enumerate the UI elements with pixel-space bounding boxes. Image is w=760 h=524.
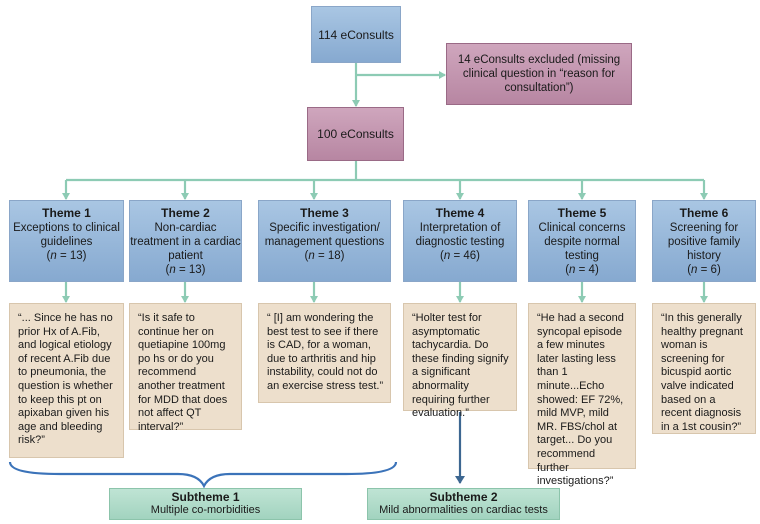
theme-3-count: (n = 18): [304, 250, 345, 262]
theme-4-count: (n = 46): [440, 250, 480, 262]
theme-4-box: Theme 4 Interpretation of diagnostic tes…: [403, 200, 517, 282]
excluded-box: 14 eConsults excluded (missing clinical …: [446, 43, 632, 105]
theme-3-box: Theme 3 Specific investigation/ manageme…: [258, 200, 391, 282]
excluded-label: 14 eConsults excluded (missing clinical …: [457, 54, 621, 94]
theme-6-box: Theme 6 Screening for positive family hi…: [652, 200, 756, 282]
theme-1-box: Theme 1 Exceptions to clinical guideline…: [9, 200, 124, 282]
theme-4-text: Interpretation of diagnostic testing: [415, 222, 505, 248]
quote-6: “In this generally healthy pregnant woma…: [652, 303, 756, 434]
theme-5-title: Theme 5: [557, 206, 607, 220]
subtheme-1-title: Subtheme 1: [171, 490, 240, 504]
middle-box: 100 eConsults: [307, 107, 404, 161]
theme-3-title: Theme 3: [300, 206, 349, 220]
theme-5-text: Clinical concerns despite normal testing: [538, 222, 626, 262]
theme-5-box: Theme 5 Clinical concerns despite normal…: [528, 200, 636, 282]
brace-icon: [8, 461, 398, 489]
theme-3-text: Specific investigation/ management quest…: [264, 222, 385, 248]
top-label: 114 eConsults: [318, 27, 394, 42]
theme-6-title: Theme 6: [679, 206, 729, 220]
theme-2-box: Theme 2 Non-cardiac treatment in a cardi…: [129, 200, 242, 282]
theme-1-title: Theme 1: [42, 206, 91, 220]
theme-2-count: (n = 13): [165, 264, 206, 276]
theme-4-title: Theme 4: [435, 206, 485, 220]
theme-1-text: Exceptions to clinical guidelines: [13, 222, 120, 248]
subtheme-1-box: Subtheme 1 Multiple co-morbidities: [109, 488, 302, 520]
top-box: 114 eConsults: [311, 6, 401, 63]
quote-3: “ [I] am wondering the best test to see …: [258, 303, 391, 403]
theme-6-text: Screening for positive family history: [667, 222, 741, 262]
quote-2: “Is it safe to continue her on quetiapin…: [129, 303, 242, 433]
subtheme-2-text: Mild abnormalities on cardiac tests: [379, 504, 548, 516]
theme-2-text: Non-cardiac treatment in a cardiac patie…: [130, 222, 241, 262]
theme-2-title: Theme 2: [161, 206, 210, 220]
middle-label: 100 eConsults: [317, 127, 394, 141]
subtheme-2-box: Subtheme 2 Mild abnormalities on cardiac…: [367, 488, 560, 520]
theme-1-count: (n = 13): [46, 250, 87, 262]
subtheme-1-text: Multiple co-morbidities: [150, 504, 261, 516]
quote-1: “... Since he has no prior Hx of A.Fib, …: [9, 303, 124, 458]
quote-5: “He had a second syncopal episode a few …: [528, 303, 636, 487]
theme-6-count: (n = 6): [687, 264, 721, 276]
quote-4: “Holter test for asymptomatic tachycardi…: [403, 303, 517, 419]
subtheme-2-title: Subtheme 2: [429, 490, 498, 504]
theme-5-count: (n = 4): [565, 264, 599, 276]
